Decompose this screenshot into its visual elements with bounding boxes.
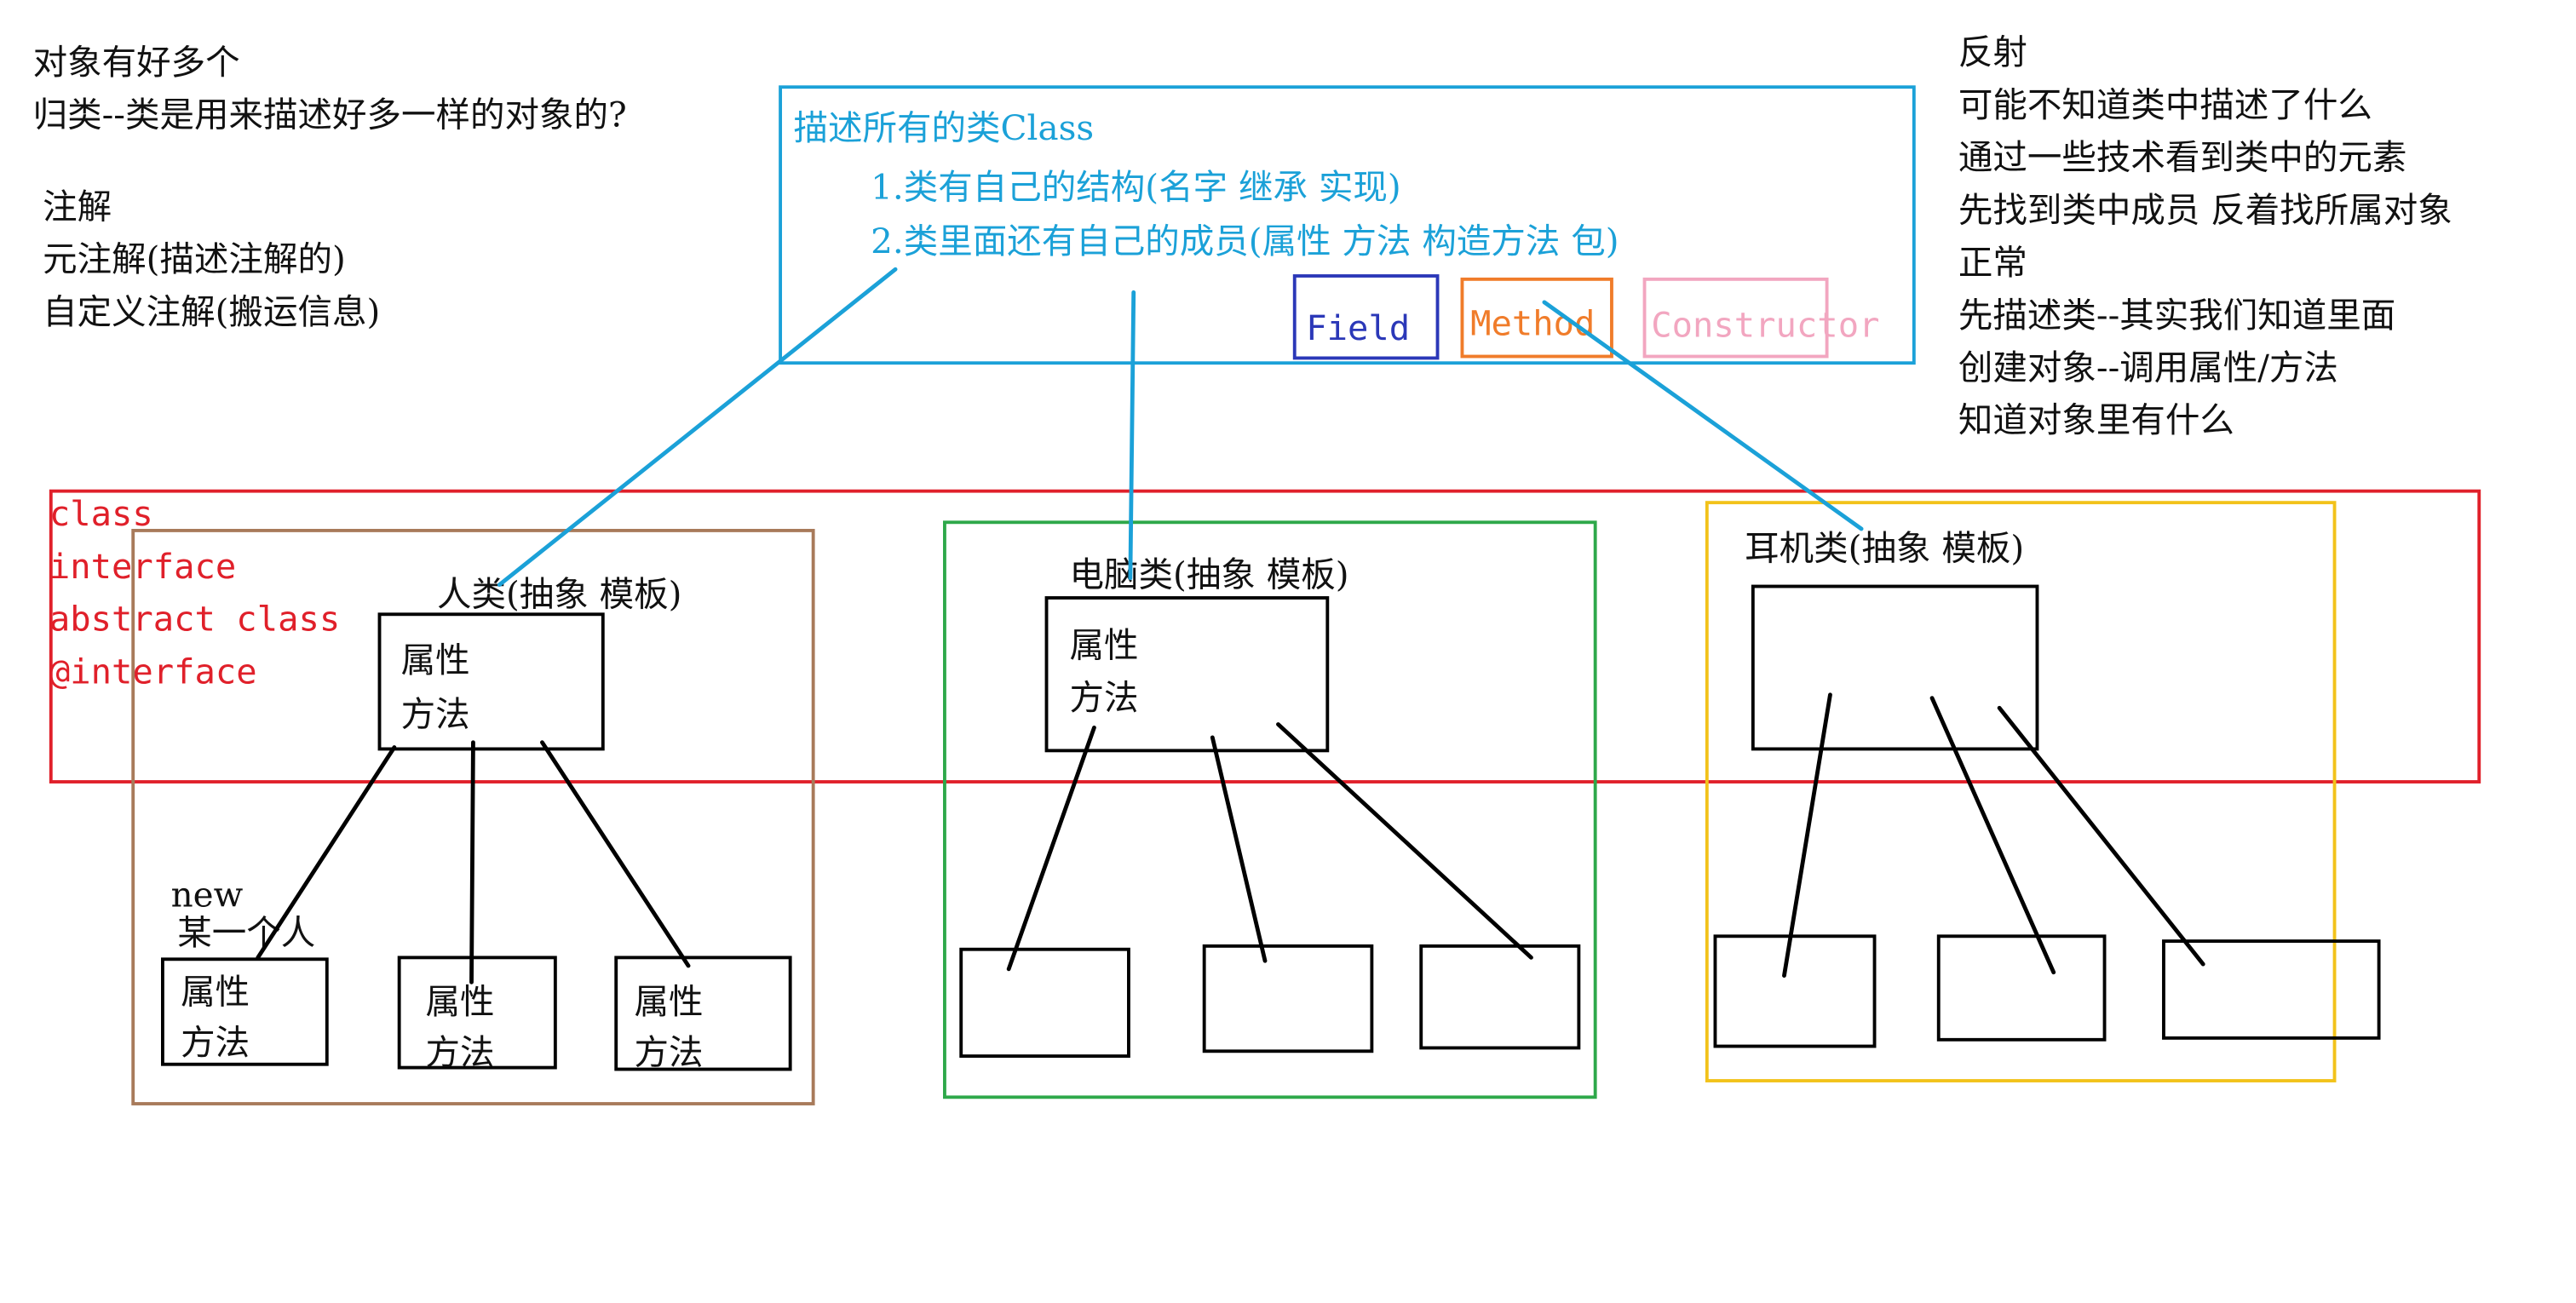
class-description-box — [779, 85, 1916, 365]
note-annotation: 注解 — [43, 187, 112, 227]
note-objects-many: 对象有好多个 — [32, 43, 240, 83]
note-reflection-line: 先找到类中成员 反着找所属对象 — [1958, 190, 2452, 231]
field-label: Field — [1306, 308, 1411, 348]
instance-label: 某一个人 — [177, 913, 316, 953]
note-normal-line: 创建对象--调用属性/方法 — [1958, 347, 2338, 388]
earphone-group — [1705, 501, 2337, 1082]
earphone-class-title: 耳机类(抽象 模板) — [1745, 529, 2025, 569]
note-normal-line: 先描述类--其实我们知道里面 — [1958, 296, 2396, 336]
computer-class-title: 电脑类(抽象 模板) — [1069, 554, 1349, 595]
kind-class: class — [49, 494, 153, 534]
earphone-instance-box — [2162, 939, 2381, 1040]
computer-instance-box — [1419, 944, 1581, 1050]
person-instance-attr: 属性 — [181, 972, 250, 1013]
class-box-item-structure: 1.类有自己的结构(名字 继承 实现) — [871, 167, 1401, 208]
note-normal-title: 正常 — [1958, 243, 2027, 283]
computer-attr-label: 属性 — [1069, 625, 1139, 666]
note-class-describes: 归类--类是用来描述好多一样的对象的? — [32, 95, 627, 135]
computer-method-label: 方法 — [1069, 678, 1139, 718]
field-box — [1292, 274, 1440, 360]
kind-interface: interface — [49, 547, 237, 587]
computer-class-box — [1044, 596, 1330, 753]
person-instance-attr: 属性 — [425, 982, 495, 1022]
person-instance-attr: 属性 — [634, 982, 704, 1022]
method-label: Method — [1470, 303, 1596, 344]
note-meta-annotation: 元注解(描述注解的) — [43, 239, 346, 279]
person-instance-method: 方法 — [634, 1033, 704, 1073]
person-instance-box — [614, 956, 792, 1071]
new-label: new — [170, 875, 244, 916]
computer-group — [943, 520, 1597, 1099]
constructor-label: Constructor — [1651, 305, 1880, 346]
note-normal-line: 知道对象里有什么 — [1958, 400, 2234, 440]
note-reflection-line: 通过一些技术看到类中的元素 — [1958, 138, 2407, 178]
computer-instance-box — [1202, 944, 1374, 1053]
person-group — [131, 529, 815, 1105]
earphone-class-box — [1751, 584, 2039, 751]
person-instance-method: 方法 — [425, 1033, 495, 1073]
class-box-item-members: 2.类里面还有自己的成员(属性 方法 构造方法 包) — [871, 221, 1619, 261]
person-attr-label: 属性 — [400, 640, 470, 680]
earphone-instance-box — [1713, 934, 1877, 1048]
class-box-title: 描述所有的类Class — [793, 108, 1095, 148]
note-custom-annotation: 自定义注解(搬运信息) — [43, 292, 381, 332]
note-reflection-line: 可能不知道类中描述了什么 — [1958, 85, 2372, 125]
person-instance-method: 方法 — [181, 1023, 250, 1063]
computer-instance-box — [959, 947, 1130, 1059]
earphone-instance-box — [1936, 934, 2107, 1042]
note-reflection-title: 反射 — [1958, 32, 2027, 72]
person-instance-box — [161, 957, 329, 1066]
person-class-box — [377, 612, 605, 751]
person-instance-box — [397, 956, 557, 1070]
person-method-label: 方法 — [400, 694, 470, 735]
kind-annotation-type: @interface — [49, 652, 257, 692]
